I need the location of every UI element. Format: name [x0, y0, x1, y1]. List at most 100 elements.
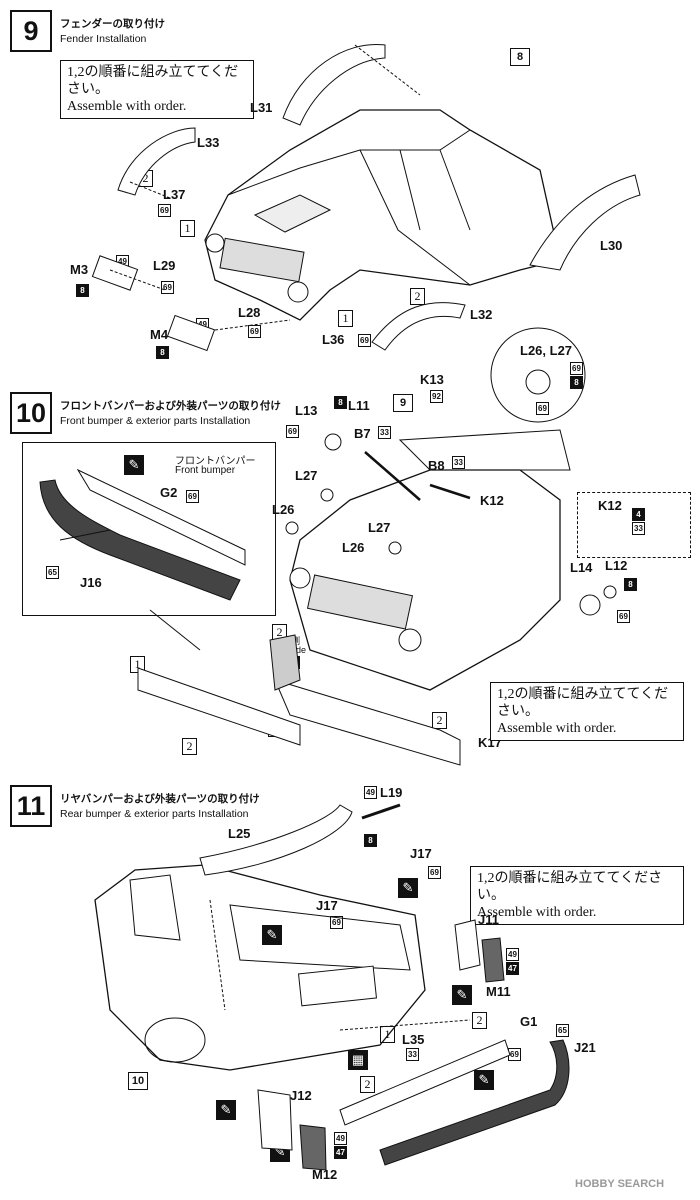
label-K12-detail: K12	[598, 498, 622, 513]
label-L37: L37	[163, 187, 186, 202]
paint-num: 69	[330, 916, 343, 929]
label-J17: J17	[410, 846, 432, 861]
paint-num: 33	[378, 426, 391, 439]
label-L27: L27	[368, 520, 391, 535]
label-K13: K13	[420, 372, 444, 387]
step-10-number: 10	[10, 392, 52, 434]
label-J17: J17	[316, 898, 338, 913]
paint-num: 69	[508, 1048, 521, 1061]
paint-num: 69	[158, 204, 171, 217]
paint-num: 92	[430, 390, 443, 403]
order-mark-2: 2	[182, 738, 197, 755]
label-L29: L29	[153, 258, 176, 273]
inset-title-en: Front bumper	[175, 465, 236, 476]
label-L25: L25	[228, 826, 251, 841]
paint-num: 4	[632, 508, 645, 521]
step-9-title-jp: フェンダーの取り付け	[60, 18, 165, 30]
label-L26: L26	[272, 502, 295, 517]
paint-num: 47	[334, 1146, 347, 1159]
part-J12	[257, 1089, 293, 1151]
rear-window	[229, 904, 411, 971]
label-J21: J21	[574, 1040, 596, 1055]
note-en: Assemble with order.	[67, 99, 187, 114]
paint-num: 8	[570, 376, 583, 389]
order-mark-1: 1	[180, 220, 195, 237]
note-en: Assemble with order.	[477, 905, 597, 920]
step-9-order-note: 1,2の順番に組み立ててください。 Assemble with order.	[60, 60, 254, 119]
paint-num: 49	[506, 948, 519, 961]
paint-num: 49	[334, 1132, 347, 1145]
label-L26: L26	[342, 540, 365, 555]
paint-num: 69	[617, 610, 630, 623]
label-L32: L32	[470, 307, 493, 322]
label-L36: L36	[322, 332, 345, 347]
paint-num: 8	[76, 284, 89, 297]
step-11-number: 11	[10, 785, 52, 827]
paint-num: 69	[186, 490, 199, 503]
paint-num: 65	[46, 566, 59, 579]
car-rear-body	[94, 864, 426, 1071]
paint-num: 8	[364, 834, 377, 847]
step-11-ref-box: 10	[128, 1072, 148, 1090]
paint-num: 33	[406, 1048, 419, 1061]
note-jp: 1,2の順番に組み立ててください。	[497, 687, 669, 719]
step-11-title-jp: リヤバンパーおよび外装パーツの取り付け	[60, 793, 260, 805]
label-M4: M4	[150, 327, 169, 342]
paint-brush-icon: ✎	[262, 925, 282, 945]
step-10-title-en: Front bumper & exterior parts Installati…	[60, 415, 251, 427]
order-mark-2: 2	[410, 288, 425, 305]
label-L26-L27: L26, L27	[520, 343, 573, 358]
paint-brush-icon: ✎	[452, 985, 472, 1005]
bumper-J21	[379, 1039, 570, 1166]
bumper-K17	[274, 679, 461, 766]
paint-brush-icon: ✎	[398, 878, 418, 898]
bumper-G1	[339, 1039, 511, 1126]
watermark: HOBBY SEARCH	[575, 1178, 665, 1190]
fender-L30	[529, 174, 641, 271]
paint-num: 69	[536, 402, 549, 415]
front-grille	[219, 237, 305, 283]
front-bumper-inset	[22, 442, 276, 616]
label-L13: L13	[295, 403, 318, 418]
step-10-order-note: 1,2の順番に組み立ててください。 Assemble with order.	[490, 682, 684, 741]
label-J16: J16	[80, 575, 102, 590]
paint-brush-icon: ✎	[216, 1100, 236, 1120]
label-J11: J11	[478, 912, 499, 927]
label-M11: M11	[486, 984, 511, 999]
paint-num: 49	[364, 786, 377, 799]
label-L27: L27	[295, 468, 318, 483]
front-grille	[306, 574, 414, 630]
step-10-ref-box: 9	[393, 394, 413, 412]
label-M12: M12	[312, 1167, 338, 1182]
spoiler-L25	[199, 804, 353, 876]
fender-L31	[282, 43, 386, 126]
note-jp: 1,2の順番に組み立ててください。	[477, 871, 663, 903]
car-front-body	[289, 469, 561, 691]
label-L35: L35	[402, 1032, 425, 1047]
k12-detail-box	[577, 492, 691, 558]
label-L31: L31	[250, 100, 273, 115]
paint-brush-icon: ✎	[474, 1070, 494, 1090]
label-J12: J12	[290, 1088, 312, 1103]
part-J11	[454, 919, 481, 971]
paint-num: 69	[286, 425, 299, 438]
inset-title-jp: フロントバンパー	[175, 456, 256, 467]
step-10-title-jp: フロントバンパーおよび外装パーツの取り付け	[60, 400, 281, 412]
label-K12: K12	[480, 493, 504, 508]
label-L28: L28	[238, 305, 261, 320]
paint-num: 69	[161, 281, 174, 294]
step-9-title-en: Fender Installation	[60, 33, 147, 45]
paint-num: 33	[632, 522, 645, 535]
paint-num: 8	[334, 396, 347, 409]
label-B7: B7	[354, 426, 371, 441]
part-M4	[166, 314, 216, 352]
bumper-part-1	[137, 667, 301, 746]
paint-num: 69	[570, 362, 583, 375]
part-M3	[91, 255, 139, 291]
detail-circle	[490, 327, 586, 423]
paint-num: 69	[248, 325, 261, 338]
paint-num: 69	[428, 866, 441, 879]
